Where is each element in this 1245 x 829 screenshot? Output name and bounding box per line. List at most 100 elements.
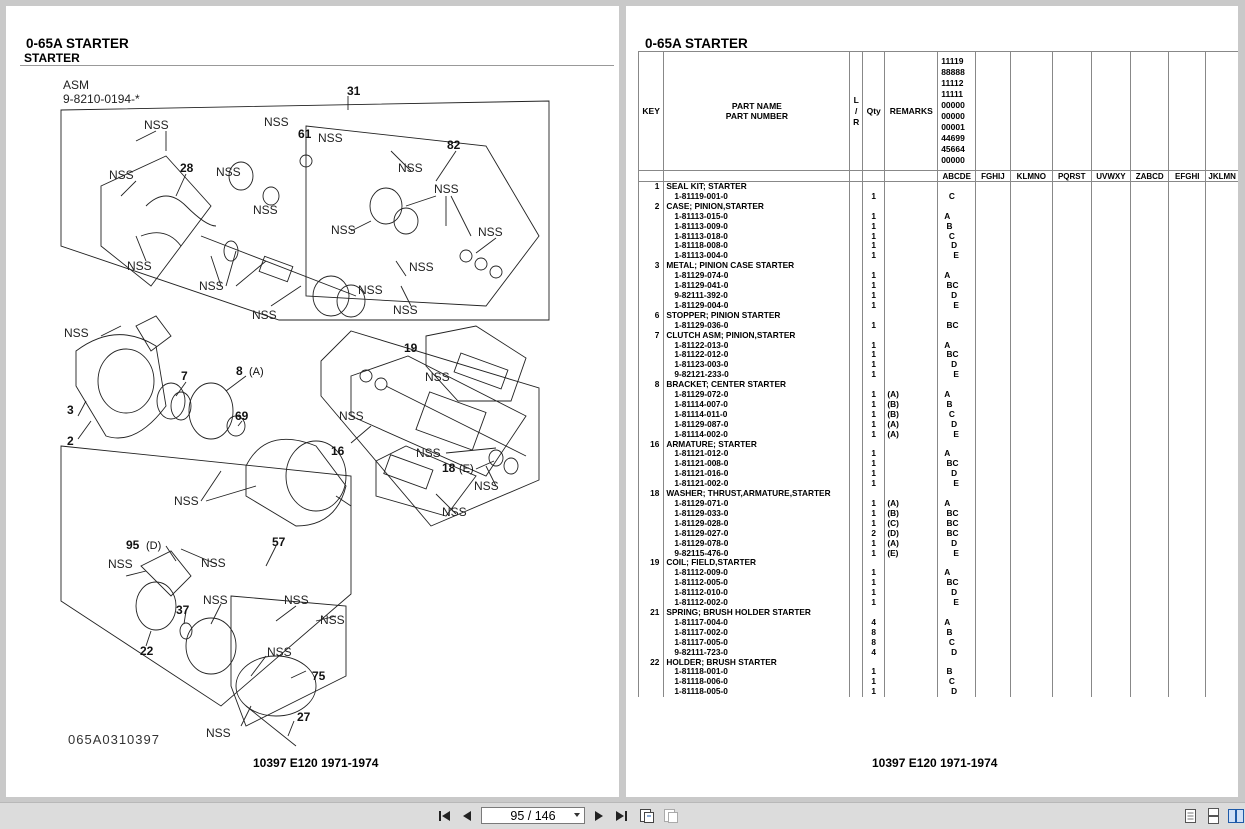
cell-empty — [1205, 508, 1238, 519]
fit-width-button[interactable] — [663, 808, 679, 824]
cell-empty — [1168, 221, 1206, 232]
cell-empty — [1090, 617, 1131, 628]
cell-empty — [1130, 439, 1169, 450]
cell-empty — [1051, 667, 1092, 678]
cell-lr — [849, 667, 863, 678]
cell-remarks — [884, 241, 938, 252]
appl-col-header: FGHIJ — [975, 170, 1011, 182]
cell-empty — [1130, 528, 1169, 539]
cell-empty — [1090, 568, 1131, 579]
continuous-view-button[interactable] — [1206, 808, 1222, 824]
cell-empty — [1130, 627, 1169, 638]
callout-22: 22 — [140, 644, 154, 658]
cell-applicability: E — [937, 251, 976, 262]
exploded-parts-diagram: ASM 9-8210-0194-* — [60, 78, 550, 747]
cell-empty — [1009, 667, 1053, 678]
two-page-view-button[interactable] — [1228, 808, 1244, 824]
cell-empty — [975, 261, 1011, 272]
cell-key — [637, 538, 664, 549]
nss-label: NSS — [442, 505, 467, 519]
cell-empty — [1205, 320, 1238, 331]
cell-empty — [1051, 390, 1092, 400]
cell-empty — [1205, 469, 1238, 480]
cell-qty: 1 — [862, 568, 885, 579]
cell-empty — [1168, 191, 1206, 202]
nss-label: NSS — [108, 557, 133, 571]
cell-lr — [849, 499, 863, 509]
cell-empty — [1130, 479, 1169, 490]
cell-part-number: 1-81112-009-0 — [663, 568, 850, 579]
cell-empty — [1205, 350, 1238, 361]
cell-key — [637, 568, 664, 579]
cell-empty — [1130, 568, 1169, 579]
last-page-button[interactable] — [613, 808, 629, 824]
cell-empty — [975, 399, 1011, 410]
cell-empty — [1130, 677, 1169, 688]
cell-key — [637, 271, 664, 282]
cell-qty: 1 — [862, 518, 885, 529]
switch-frame — [305, 125, 540, 307]
cell-remarks — [884, 201, 938, 212]
cell-empty — [1168, 508, 1206, 519]
cell-empty — [1051, 181, 1092, 192]
cell-key — [637, 617, 664, 628]
previous-page-button[interactable] — [459, 808, 475, 824]
nss-label: NSS — [416, 446, 441, 460]
cell-empty — [1051, 370, 1092, 381]
cell-empty — [1205, 231, 1238, 242]
next-page-button[interactable] — [591, 808, 607, 824]
cell-qty: 1 — [862, 399, 885, 410]
header-remarks: REMARKS — [884, 51, 938, 171]
page-number-select[interactable]: 95 / 146 — [481, 807, 585, 824]
cell-empty — [975, 499, 1011, 509]
cell-empty — [1009, 568, 1053, 579]
cell-empty — [1205, 489, 1238, 499]
cell-empty — [1130, 370, 1169, 381]
model-code-row: 45664 — [941, 144, 965, 154]
cell-empty — [1205, 568, 1238, 579]
nss-label: NSS — [199, 279, 224, 293]
cell-empty — [1090, 370, 1131, 381]
cell-empty — [1205, 518, 1238, 529]
cell-empty — [975, 687, 1011, 698]
cell-applicability: C — [937, 409, 976, 420]
cell-qty: 1 — [862, 360, 885, 371]
cell-empty — [1051, 320, 1092, 331]
nss-label: NSS — [109, 168, 134, 182]
callout-95-note: (D) — [146, 540, 161, 552]
cell-qty: 1 — [862, 449, 885, 460]
cell-empty — [1168, 568, 1206, 579]
cell-empty — [975, 558, 1011, 569]
cell-empty — [1168, 657, 1206, 668]
cell-empty — [1205, 459, 1238, 470]
cell-part-number: 1-81129-071-0 — [663, 499, 850, 509]
cell-empty — [1009, 499, 1053, 509]
cell-part-number: 1-81129-041-0 — [663, 281, 850, 291]
cell-empty — [1009, 271, 1053, 282]
cell-empty — [975, 350, 1011, 361]
cell-empty — [1130, 241, 1169, 252]
fit-page-button[interactable] — [639, 808, 655, 824]
cell-qty: 1 — [862, 538, 885, 549]
cell-applicability: E — [937, 300, 976, 311]
cell-empty — [1051, 340, 1092, 351]
cell-qty: 1 — [862, 429, 885, 440]
cell-remarks — [884, 261, 938, 272]
cell-lr — [849, 281, 863, 291]
cell-remarks — [884, 320, 938, 331]
cell-empty — [1009, 241, 1053, 252]
cell-key: 19 — [637, 558, 664, 569]
cell-remarks — [884, 340, 938, 351]
cell-empty — [1168, 489, 1206, 499]
cell-applicability: D — [937, 687, 976, 698]
cell-empty — [1168, 469, 1206, 480]
appl-col-header: PQRST — [1051, 170, 1092, 182]
cell-qty — [862, 261, 885, 272]
appl-col-header: EFGHI — [1168, 170, 1206, 182]
cell-empty — [1051, 271, 1092, 282]
cell-part-number: 1-81122-013-0 — [663, 340, 850, 351]
single-page-view-button[interactable] — [1183, 808, 1199, 824]
first-page-button[interactable] — [437, 808, 453, 824]
